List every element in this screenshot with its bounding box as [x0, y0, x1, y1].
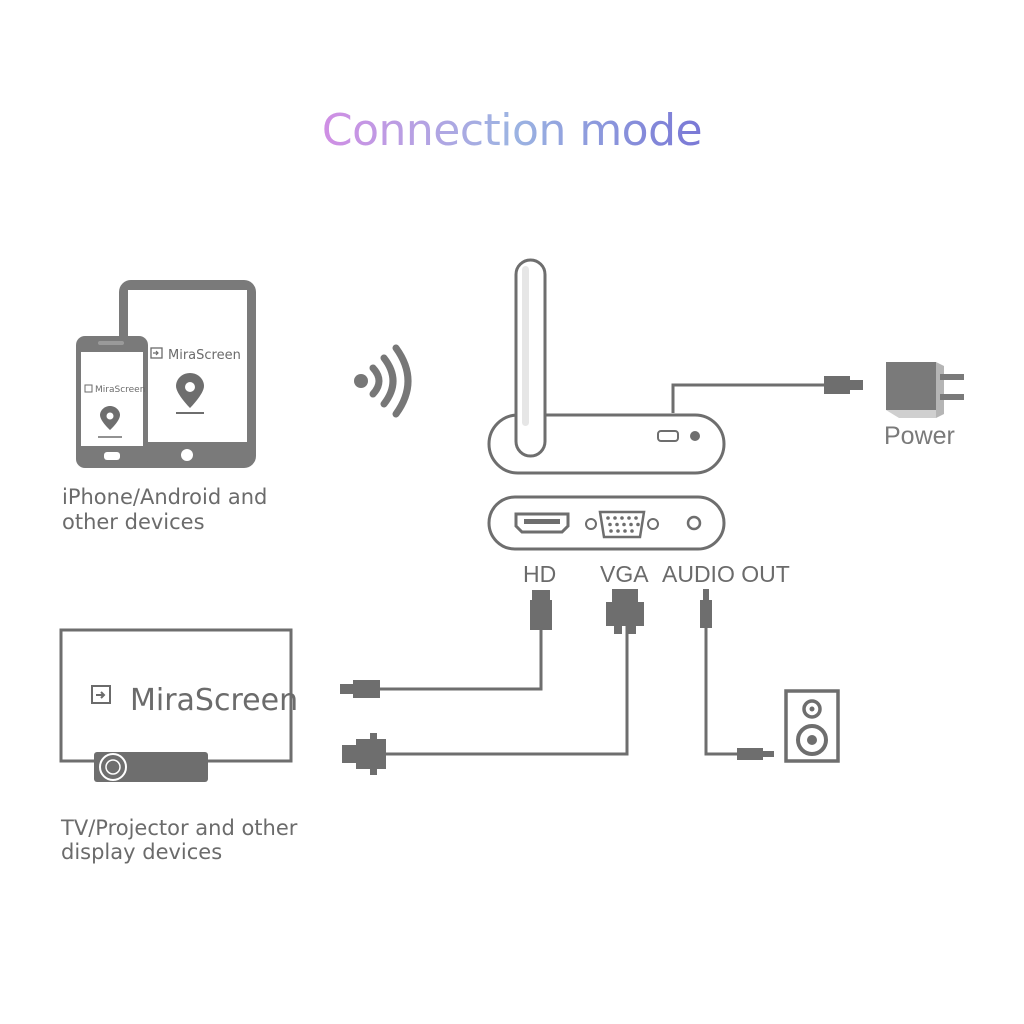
micro-usb-port — [657, 430, 679, 442]
speaker-icon — [784, 689, 840, 763]
micro-usb-plug-icon — [824, 376, 863, 394]
hd-port-label: HD — [523, 561, 556, 587]
vga-port-label: VGA — [600, 561, 649, 587]
status-led — [690, 431, 700, 441]
location-pin-icon — [176, 373, 204, 414]
cast-icon — [91, 685, 111, 704]
antenna — [514, 258, 547, 458]
power-cable — [671, 376, 863, 413]
vga-cable — [342, 589, 644, 775]
power-label: Power — [884, 422, 955, 450]
projector-icon — [94, 752, 208, 782]
vga-plug-icon — [612, 589, 638, 603]
phone-device: MiraScreen — [76, 336, 148, 468]
wifi-signal-icon — [354, 344, 412, 418]
hdmi-cable — [340, 590, 552, 698]
cast-icon — [84, 384, 93, 393]
audio-port — [686, 515, 702, 531]
hdmi-plug-icon — [532, 590, 550, 601]
display-devices-caption-line1: TV/Projector and other — [60, 816, 298, 840]
vga-plug-icon — [342, 733, 386, 775]
audio-cable — [700, 589, 774, 760]
display-devices-caption-line2: display devices — [61, 840, 222, 864]
port-panel — [487, 495, 726, 551]
source-devices-caption-line1: iPhone/Android and — [62, 485, 267, 509]
phone-brand-label: MiraScreen — [95, 385, 145, 395]
source-devices-caption-line2: other devices — [62, 510, 205, 534]
power-adapter-icon — [886, 362, 964, 418]
hdmi-port — [514, 512, 570, 534]
tv-screen: MiraScreen — [59, 628, 298, 763]
audio-jack-icon — [703, 589, 709, 601]
cast-icon — [150, 347, 163, 359]
hdmi-plug-icon — [340, 684, 354, 694]
tv-brand-label: MiraScreen — [130, 683, 298, 718]
vga-port — [585, 510, 659, 539]
page-title: Connection mode — [322, 105, 702, 156]
location-pin-icon — [98, 406, 122, 438]
audio-out-port-label: AUDIO OUT — [662, 561, 790, 587]
receiver-unit — [487, 258, 726, 475]
audio-jack-icon — [762, 751, 774, 757]
tablet-brand-label: MiraScreen — [168, 348, 241, 363]
